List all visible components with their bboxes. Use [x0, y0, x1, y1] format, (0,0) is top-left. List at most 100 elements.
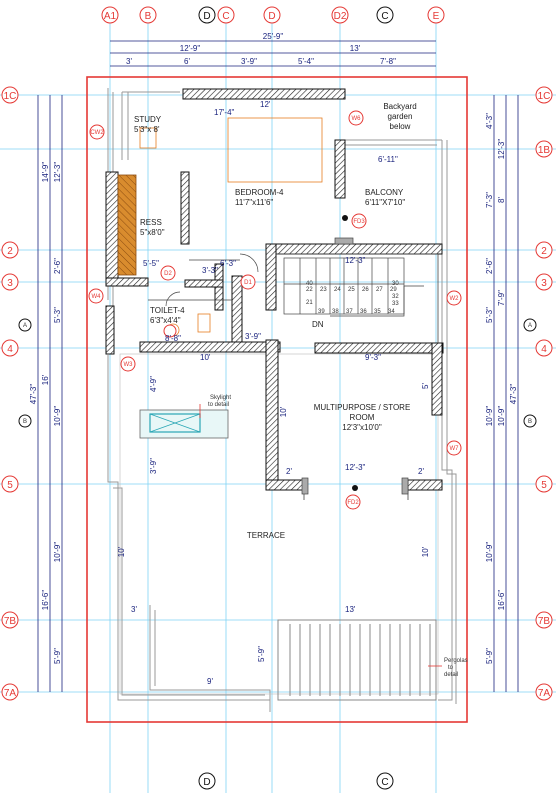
backyard-note-1: Backyard: [383, 102, 416, 111]
section-marker-d-bottom: D: [203, 777, 210, 788]
svg-text:34: 34: [388, 309, 395, 315]
grid-label-d: D: [268, 11, 275, 22]
svg-text:2: 2: [541, 246, 547, 257]
svg-text:7A: 7A: [4, 688, 17, 699]
svg-text:12'-9": 12'-9": [180, 44, 201, 53]
floor-drain-fd3: [342, 215, 348, 221]
svg-text:10'-9": 10'-9": [497, 406, 506, 427]
svg-text:36: 36: [360, 309, 367, 315]
svg-text:5'-3": 5'-3": [53, 307, 62, 323]
svg-text:2'-6": 2'-6": [485, 258, 494, 274]
svg-text:25: 25: [348, 287, 355, 293]
svg-text:10'-9": 10'-9": [53, 542, 62, 563]
furniture: [139, 117, 323, 337]
svg-text:40: 40: [306, 281, 313, 287]
svg-text:3'-3": 3'-3": [202, 266, 218, 275]
svg-text:12'-3": 12'-3": [345, 463, 366, 472]
svg-text:W3: W3: [124, 362, 134, 368]
svg-text:W7: W7: [450, 446, 460, 452]
svg-text:47'-3": 47'-3": [509, 384, 518, 405]
balcony-size: 6'11"X7'10": [365, 198, 405, 207]
svg-text:6': 6': [184, 57, 190, 66]
svg-text:14'-9": 14'-9": [41, 162, 50, 183]
study-size: 5'3"x 8': [134, 125, 160, 134]
terrace-floor: [119, 353, 439, 695]
element-tags: W6 W2 W3 W4 W7 D1 D2 FD2 FD3 CW2: [88, 110, 462, 510]
left-grid-labels: 1C 2 3 4 5 7B 7A A B: [1, 86, 32, 701]
svg-text:6'-11": 6'-11": [378, 155, 398, 164]
svg-text:A: A: [23, 323, 27, 329]
svg-text:10': 10': [421, 546, 430, 557]
svg-text:A: A: [528, 323, 532, 329]
svg-text:13': 13': [345, 605, 356, 614]
svg-text:2': 2': [286, 467, 292, 476]
dress-name: RESS: [140, 218, 162, 227]
svg-text:39: 39: [318, 309, 325, 315]
svg-text:3: 3: [7, 278, 13, 289]
svg-text:4'-3": 4'-3": [485, 113, 494, 129]
svg-text:5: 5: [541, 480, 547, 491]
svg-text:33: 33: [392, 301, 399, 307]
balcony-name: BALCONY: [365, 188, 404, 197]
multipurpose-size: 12'3"x10'0": [342, 423, 382, 432]
svg-text:7A: 7A: [538, 688, 551, 699]
svg-text:8'-8": 8'-8": [165, 334, 181, 343]
svg-text:21: 21: [306, 300, 313, 306]
svg-text:7'-8": 7'-8": [380, 57, 396, 66]
svg-text:25'-9": 25'-9": [263, 32, 284, 41]
svg-text:30: 30: [392, 281, 399, 287]
section-marker-c-bottom: C: [381, 777, 388, 788]
svg-text:10'-9": 10'-9": [485, 542, 494, 563]
svg-text:10'-9": 10'-9": [485, 406, 494, 427]
backyard-note-2: garden: [388, 112, 413, 121]
svg-text:3': 3': [131, 605, 137, 614]
svg-text:16': 16': [41, 374, 50, 385]
svg-text:3'-9": 3'-9": [241, 57, 257, 66]
svg-text:35: 35: [374, 309, 381, 315]
right-grid-labels: 1C 1B 2 3 4 5 7B 7A A B: [523, 86, 553, 701]
doors: [165, 237, 409, 495]
svg-text:4: 4: [7, 344, 13, 355]
svg-text:5'-9": 5'-9": [257, 646, 266, 662]
svg-text:to detail: to detail: [208, 402, 229, 408]
svg-text:12'-3": 12'-3": [53, 162, 62, 183]
svg-text:5'-5": 5'-5": [143, 259, 159, 268]
svg-text:B: B: [23, 419, 27, 425]
svg-text:27: 27: [376, 287, 383, 293]
svg-text:29: 29: [390, 287, 397, 293]
toilet-name: TOILET-4: [150, 306, 185, 315]
top-dimensions: [110, 40, 436, 67]
grid-label-e: E: [433, 11, 440, 22]
svg-text:7B: 7B: [4, 616, 17, 627]
multipurpose-name: MULTIPURPOSE / STORE: [314, 403, 411, 412]
svg-text:8': 8': [497, 197, 506, 203]
svg-text:6'-3": 6'-3": [220, 259, 236, 268]
right-dimensions: [493, 95, 519, 692]
room-labels: STUDY 5'3"x 8' BEDROOM-4 11'7"x11'6" BAL…: [134, 102, 417, 540]
svg-text:2'-6": 2'-6": [53, 258, 62, 274]
svg-text:D2: D2: [164, 271, 172, 277]
svg-text:5'-4": 5'-4": [298, 57, 314, 66]
svg-text:5'-3": 5'-3": [485, 307, 494, 323]
svg-text:4'-9": 4'-9": [149, 376, 158, 392]
svg-text:7B: 7B: [538, 616, 551, 627]
skylight: [139, 409, 229, 439]
svg-text:22: 22: [306, 287, 313, 293]
svg-text:2: 2: [7, 246, 13, 257]
svg-text:1C: 1C: [4, 91, 17, 102]
study-name: STUDY: [134, 115, 162, 124]
section-marker-c: C: [381, 11, 388, 22]
bedroom-size: 11'7"x11'6": [235, 198, 273, 207]
svg-text:3'-9": 3'-9": [245, 332, 261, 341]
svg-text:1B: 1B: [538, 145, 551, 156]
svg-text:3': 3': [126, 57, 132, 66]
bottom-section-markers: D C: [198, 772, 394, 790]
svg-text:7'-3": 7'-3": [485, 192, 494, 208]
svg-text:10': 10': [117, 546, 126, 557]
svg-text:W4: W4: [92, 294, 102, 300]
grid-label-d2: D2: [334, 11, 347, 22]
svg-text:17'-4": 17'-4": [214, 108, 235, 117]
plot-boundary: [86, 76, 468, 723]
svg-text:5: 5: [7, 480, 13, 491]
svg-text:FD2: FD2: [347, 500, 359, 506]
